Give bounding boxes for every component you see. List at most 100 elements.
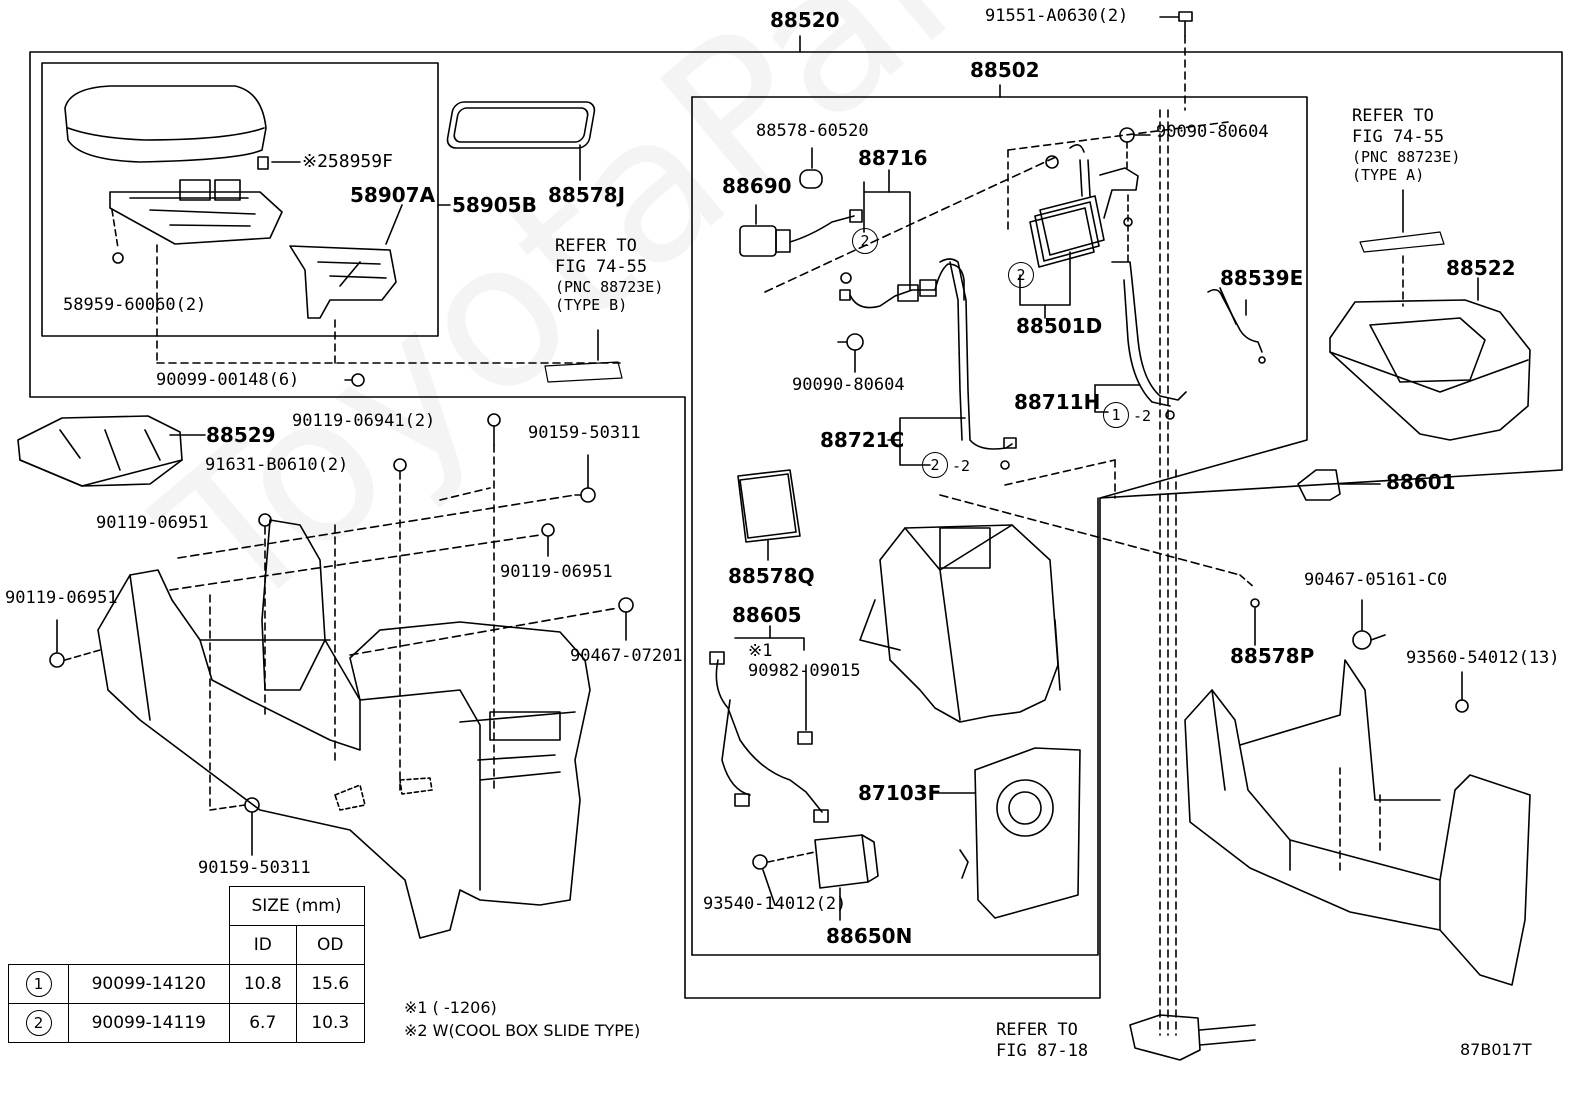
- clip-90467-07201-icon: [618, 597, 634, 613]
- armrest-subassembly-frame: [41, 62, 439, 337]
- label-90467-07201: 90467-07201: [570, 646, 683, 666]
- screw-90119-06951-left-icon: [49, 652, 65, 668]
- label-90159-50311-bottom: 90159-50311: [198, 858, 311, 878]
- size-row-2-id: 6.7: [228, 1003, 297, 1043]
- bolt-90090-80604-right-icon: [1119, 127, 1151, 143]
- bolt-90090-80604-left-icon: [837, 333, 864, 351]
- circle-2-88716: 2: [852, 228, 878, 254]
- screw-90119-06941-icon: [487, 413, 501, 446]
- label-88520: 88520: [770, 8, 840, 32]
- screw-90119-06951-mid-icon: [541, 523, 555, 537]
- label-90159-50311-top: 90159-50311: [528, 423, 641, 443]
- circle-2-88501D: 2: [1008, 262, 1034, 288]
- label-90119-06951-left: 90119-06951: [5, 588, 118, 608]
- harness-88605-drawing: [715, 659, 823, 813]
- clip-90467-05161-icon: [1352, 630, 1386, 650]
- label-88650N: 88650N: [826, 924, 913, 948]
- refer-fig-87-18-line2: FIG 87-18: [996, 1041, 1089, 1061]
- refer-type-b-line1: REFER TO: [555, 236, 637, 256]
- refer-type-b: REFER TO FIG 74-55 (PNC 88723E) (TYPE B): [555, 236, 663, 314]
- size-row-1-od: 15.6: [296, 964, 365, 1004]
- label-90119-06941: 90119-06941(2): [292, 411, 436, 431]
- label-91631-b0610: 91631-B0610(2): [205, 455, 349, 475]
- label-88502: 88502: [970, 58, 1040, 82]
- seal-88578J-drawing: [446, 101, 596, 149]
- armrest-lid-drawing: [64, 85, 397, 319]
- mat-type-a-drawing: [1359, 231, 1445, 253]
- refer-type-b-line4: (TYPE B): [555, 296, 628, 314]
- drain-hose-88711H-drawing: [1111, 261, 1187, 401]
- size-row-1-id: 10.8: [228, 964, 297, 1004]
- label-88578P: 88578P: [1230, 644, 1315, 668]
- size-row-1-mark: 1: [8, 964, 69, 1004]
- refer-type-b-line2: FIG 74-55: [555, 257, 648, 277]
- label-93560-54012: 93560-54012(13): [1406, 648, 1560, 668]
- assembly-88520-frame: [29, 51, 1563, 999]
- assembly-88502-frame: [691, 96, 1308, 499]
- switch-88690-drawing: [739, 209, 863, 257]
- table-row: 1 90099-14120 10.8 15.6: [8, 964, 365, 1004]
- note-1: ※1 ( -1206): [404, 998, 497, 1017]
- label-88578-60520: 88578-60520: [756, 121, 869, 141]
- label-90119-06951-mid: 90119-06951: [500, 562, 613, 582]
- suffix-88721C: -2: [952, 457, 971, 475]
- clip-90099-00148-icon: [344, 373, 365, 387]
- size-row-2-mark: 2: [8, 1003, 69, 1043]
- o-ring-size-table: SIZE (mm) ID OD 1 90099-14120 10.8 15.6 …: [8, 886, 365, 1043]
- label-90982-09015: 90982-09015: [748, 661, 861, 681]
- tray-88529-drawing: [17, 415, 183, 487]
- label-88605: 88605: [732, 603, 802, 627]
- label-58959F: ※258959F: [302, 151, 393, 172]
- module-88650N-drawing: [814, 834, 879, 889]
- size-table-header: SIZE (mm): [228, 886, 365, 926]
- circle-2-88721C: 2: [922, 452, 948, 478]
- pad-88578Q-drawing: [737, 469, 801, 543]
- refer-type-a-line1: REFER TO: [1352, 106, 1434, 126]
- label-90090-80604-left: 90090-80604: [792, 375, 905, 395]
- suffix-88711H: -2: [1133, 407, 1152, 425]
- size-table-col-od: OD: [296, 925, 365, 965]
- label-88578Q: 88578Q: [728, 564, 815, 588]
- label-88716: 88716: [858, 146, 928, 170]
- label-88721C: 88721C: [820, 428, 905, 452]
- size-table-col-id: ID: [228, 925, 297, 965]
- cooler-unit-88501D-drawing: [1029, 144, 1105, 268]
- hose-88721C-drawing: [939, 258, 1013, 450]
- console-body-right-drawing: [1184, 659, 1531, 986]
- refer-type-a-line2: FIG 74-55: [1352, 127, 1445, 147]
- refer-type-a: REFER TO FIG 74-55 (PNC 88723E) (TYPE A): [1352, 106, 1460, 184]
- note-mark-88605: ※1: [748, 641, 773, 661]
- label-58959-60060: 58959-60060(2): [63, 295, 207, 315]
- mat-type-b-drawing: [544, 361, 623, 383]
- refer-type-a-line4: (TYPE A): [1352, 166, 1425, 184]
- diagram-id: 87B017T: [1460, 1040, 1532, 1059]
- refer-fig-87-18: REFER TO FIG 87-18: [996, 1020, 1088, 1062]
- size-row-2-part: 90099-14119: [68, 1003, 230, 1043]
- label-90099-00148: 90099-00148(6): [156, 370, 300, 390]
- screw-91631-icon: [393, 458, 407, 472]
- refer-fig-87-18-line1: REFER TO: [996, 1020, 1078, 1040]
- refer-type-a-line3: (PNC 88723E): [1352, 148, 1461, 166]
- screw-93560-icon: [1455, 699, 1469, 713]
- cap-88578-60520-drawing: [799, 169, 823, 189]
- label-90467-05161-c0: 90467-05161-C0: [1304, 570, 1448, 590]
- label-88578J: 88578J: [548, 183, 626, 207]
- label-90090-80604-right: 90090-80604: [1156, 122, 1269, 142]
- refer-type-b-line3: (PNC 88723E): [555, 278, 664, 296]
- hose-88539E-drawing: [1207, 288, 1263, 353]
- label-91551-a0630: 91551-A0630(2): [985, 6, 1129, 26]
- label-88711H: 88711H: [1014, 390, 1101, 414]
- console-bin-88522-drawing: [1329, 299, 1531, 441]
- label-88522: 88522: [1446, 256, 1516, 280]
- note-2: ※2 W(COOL BOX SLIDE TYPE): [404, 1021, 641, 1040]
- cool-box-housing-drawing: [859, 524, 1061, 723]
- label-88690: 88690: [722, 174, 792, 198]
- label-93540-14012: 93540-14012(2): [703, 894, 847, 914]
- blower-fan-87103F-drawing: [959, 747, 1081, 919]
- fig-87-18-part-drawing: [1129, 1014, 1256, 1061]
- screw-93540-icon: [752, 854, 768, 870]
- label-88529: 88529: [206, 423, 276, 447]
- clip-88601-drawing: [1297, 469, 1341, 501]
